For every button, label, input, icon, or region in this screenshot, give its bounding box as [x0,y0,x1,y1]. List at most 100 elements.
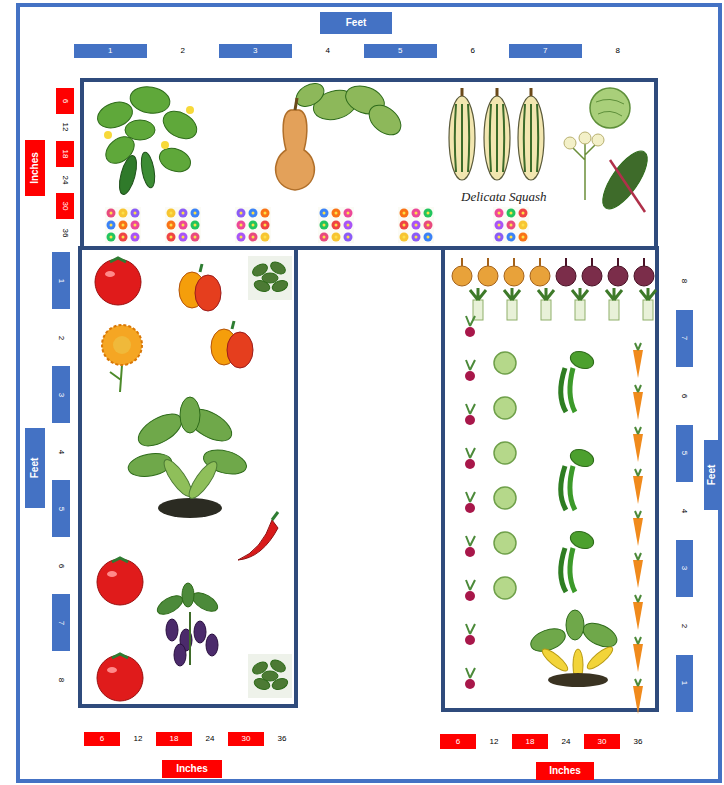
ruler-cell: 18 [156,732,192,746]
flower-patch [165,207,201,243]
lettuce [494,577,516,599]
squash-stem [295,98,297,110]
ruler-number: 6 [471,47,475,55]
beet [465,503,475,513]
squash-stripe [503,104,504,172]
leek-top [538,288,554,300]
ruler-number: 7 [680,336,688,340]
cucumber-leaf [158,106,201,145]
green-bean [561,368,566,412]
leek-top [640,288,656,300]
flower-center [134,212,137,215]
flower [507,209,516,218]
outer-frame [18,5,720,781]
flower [107,233,116,242]
cucumber-flower [186,106,194,114]
tomato-stem [112,654,128,658]
flower [519,233,528,242]
flower-center [122,212,125,215]
ruler-number: 8 [680,279,688,283]
onion-top [461,258,463,266]
dill-flower [564,137,576,149]
leek-top [470,288,486,300]
lettuce [494,397,516,419]
flower-center [510,212,513,215]
flower [332,233,341,242]
unit-label: Inches [176,764,208,774]
squash-stripe [530,104,532,172]
flower-patch [235,207,271,243]
flower-center [347,224,350,227]
ruler-number: 5 [680,451,688,455]
ruler-cell: 2 [147,44,220,58]
ruler-number: 1 [108,47,112,55]
soil [158,498,222,518]
lettuce [494,532,516,554]
unit-label: Inches [30,152,40,184]
dill-flower [579,132,591,144]
squash-stripe [468,104,469,172]
ruler-cell: 5 [676,425,693,483]
flower-patch [318,207,354,243]
flower [237,233,246,242]
flower-center [194,212,197,215]
flower [167,221,176,230]
flower [167,233,176,242]
ruler-number: 2 [57,335,65,339]
ruler-number: 12 [490,738,499,746]
squash-stem [461,88,464,96]
green-bean [561,548,566,592]
ruler-number: 1 [680,681,688,685]
leek [507,300,517,320]
ruler-cell: 4 [676,482,693,540]
ruler-number: 6 [456,738,460,746]
squash-leaf [363,99,406,141]
ruler-cell: 3 [219,44,292,58]
eggplant [174,644,186,666]
flower [424,209,433,218]
soil [548,673,608,687]
flower [107,221,116,230]
squash-stripe [455,104,456,172]
cucumber-leaf [125,120,155,140]
beet-leaf [466,316,475,326]
green-bean [570,466,575,510]
flower [249,221,258,230]
beet [465,635,475,645]
squash-leaf [579,618,620,651]
flower-center [264,236,267,239]
flower-center [252,212,255,215]
flower-center [522,224,525,227]
flower-center [427,224,430,227]
butternut-squash [276,110,315,190]
ruler-number: 24 [61,176,69,185]
ruler-number: 24 [206,735,215,743]
eggplant-leaf [154,592,185,618]
ruler-number: 6 [100,735,104,743]
zucchini [185,458,222,502]
pepper [227,332,253,368]
flower [119,209,128,218]
ruler-cell: 6 [56,88,74,114]
ruler-number: 36 [634,738,643,746]
flower-center [194,236,197,239]
unit-label: Inches [549,766,581,776]
ruler-cell: 12 [476,734,512,749]
garden-bed: Delicata Squash [80,78,658,250]
plant-label: Delicata Squash [459,190,549,203]
carrot-top [635,553,641,560]
flower [191,233,200,242]
ruler-number: 18 [61,149,69,158]
flower [344,233,353,242]
pepper-stem [200,264,202,272]
beet-leaf [466,536,475,546]
flower [320,209,329,218]
ruler-cell: 3 [52,366,70,423]
unit-label: Feet [708,465,718,486]
flower-center [415,212,418,215]
ruler-number: 12 [134,735,143,743]
flower [179,221,188,230]
ruler-cell: 24 [548,734,584,749]
flower-center [522,236,525,239]
flower [507,221,516,230]
